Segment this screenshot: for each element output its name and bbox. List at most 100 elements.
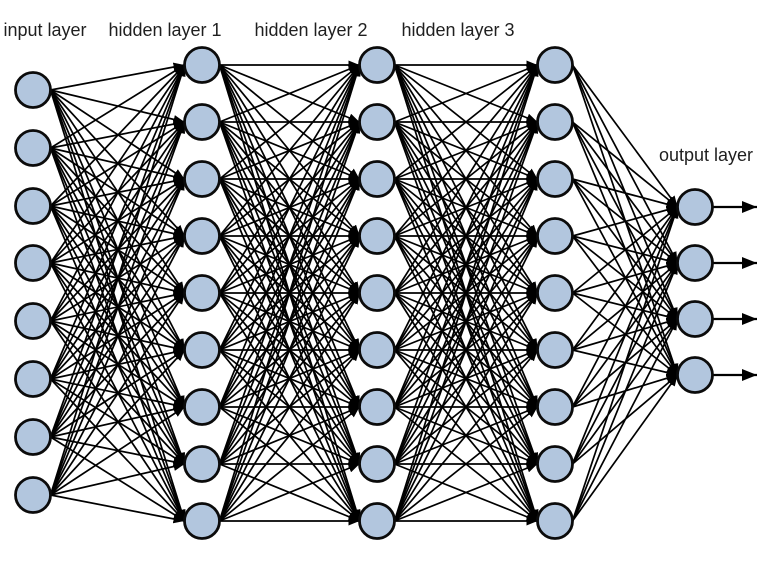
edge-line xyxy=(571,206,679,294)
edge-line xyxy=(50,62,185,91)
edge-line xyxy=(393,121,539,522)
edge-line xyxy=(393,406,539,522)
edge-line xyxy=(49,121,186,496)
hidden2-node xyxy=(358,46,396,84)
input-node xyxy=(14,187,52,225)
output-arrows-group xyxy=(712,201,757,381)
edge-line xyxy=(218,64,361,408)
edge-line xyxy=(49,64,186,380)
edge-line xyxy=(393,178,539,522)
edge-line xyxy=(393,349,539,522)
hidden-layer-1-label: hidden layer 1 xyxy=(108,20,222,40)
edge-line xyxy=(49,64,186,496)
edge-line xyxy=(218,349,361,522)
edge-line xyxy=(393,64,539,408)
edge-line xyxy=(571,206,679,465)
edge-line xyxy=(50,462,185,496)
hidden2-node xyxy=(358,103,396,141)
edge-line xyxy=(50,406,185,496)
output-node xyxy=(676,188,714,226)
hidden1-node xyxy=(183,502,221,540)
edge-line xyxy=(49,292,186,496)
hidden2-node xyxy=(358,388,396,426)
edge-line xyxy=(393,64,539,294)
hidden3-node xyxy=(536,46,574,84)
edge-line xyxy=(49,64,186,322)
edge-line xyxy=(571,206,679,408)
hidden3-node xyxy=(536,388,574,426)
edge-line xyxy=(218,406,361,522)
edge-line xyxy=(572,178,678,209)
edge-line xyxy=(218,64,361,294)
edge-line xyxy=(49,64,186,207)
edge-line xyxy=(571,318,679,522)
edge-line xyxy=(50,494,185,524)
hidden3-node xyxy=(536,502,574,540)
hidden2-node xyxy=(358,502,396,540)
edge-line xyxy=(394,463,538,522)
hidden3-node xyxy=(536,217,574,255)
hidden-layer-3-label: hidden layer 3 xyxy=(401,20,515,40)
hidden1-node xyxy=(183,445,221,483)
edge-line xyxy=(219,463,360,522)
edge-line xyxy=(571,206,679,351)
edge-line xyxy=(571,262,679,522)
edge-line xyxy=(393,64,539,522)
output-layer-label: output layer xyxy=(658,145,754,165)
hidden1-node xyxy=(183,103,221,141)
output-node xyxy=(676,244,714,282)
hidden2-node xyxy=(358,331,396,369)
edge-line xyxy=(49,349,186,496)
input-layer-label: input layer xyxy=(3,20,87,40)
hidden3-node xyxy=(536,445,574,483)
hidden1-node xyxy=(183,274,221,312)
hidden3-node xyxy=(536,331,574,369)
edge-line xyxy=(49,178,186,496)
hidden3-node xyxy=(536,160,574,198)
output-node xyxy=(676,356,714,394)
hidden2-node xyxy=(358,445,396,483)
edge-line xyxy=(393,235,539,522)
input-node xyxy=(14,418,52,456)
input-node xyxy=(14,71,52,109)
edge-line xyxy=(218,235,361,522)
edge-line xyxy=(571,374,679,522)
edge-line xyxy=(218,64,361,237)
hidden2-node xyxy=(358,274,396,312)
edge-line xyxy=(219,64,360,123)
input-node xyxy=(14,244,52,282)
nodes-group xyxy=(14,46,714,540)
edge-line xyxy=(571,121,679,208)
hidden2-node xyxy=(358,217,396,255)
edge-line xyxy=(394,64,538,123)
edge-line xyxy=(572,205,678,237)
hidden3-node xyxy=(536,103,574,141)
edge-line xyxy=(571,206,679,522)
edge-line xyxy=(218,178,361,522)
output-node xyxy=(676,300,714,338)
input-node xyxy=(14,129,52,167)
hidden-layer-2-label: hidden layer 2 xyxy=(254,20,368,40)
hidden2-node xyxy=(358,160,396,198)
edge-line xyxy=(393,64,539,351)
hidden1-node xyxy=(183,331,221,369)
edge-line xyxy=(393,64,539,237)
input-node xyxy=(14,360,52,398)
edge-line xyxy=(218,121,361,522)
input-node xyxy=(14,302,52,340)
edge-line xyxy=(49,64,186,264)
hidden3-node xyxy=(536,274,574,312)
hidden1-node xyxy=(183,46,221,84)
edge-line xyxy=(218,64,361,180)
edge-line xyxy=(393,64,539,180)
hidden1-node xyxy=(183,160,221,198)
edge-line xyxy=(393,64,539,465)
edge-line xyxy=(218,64,361,522)
edge-line xyxy=(49,235,186,496)
edge-line xyxy=(50,64,185,149)
edge-line xyxy=(218,292,361,522)
edge-line xyxy=(393,292,539,522)
input-node xyxy=(14,476,52,514)
